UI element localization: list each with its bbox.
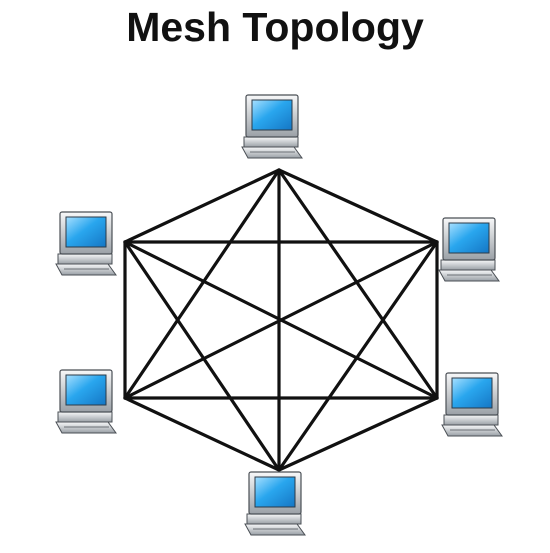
computer-top-icon (241, 94, 303, 159)
computer-upper-right-icon (438, 217, 500, 282)
link-0-4 (123, 168, 281, 400)
computer-lower-left-icon (55, 369, 117, 434)
link-2-3 (277, 396, 439, 472)
link-0-5 (123, 168, 281, 244)
computer-upper-left-icon (55, 211, 117, 276)
link-0-2 (277, 168, 439, 400)
link-2-5 (123, 240, 439, 400)
link-0-1 (277, 168, 439, 244)
link-3-5 (123, 240, 281, 472)
link-3-4 (123, 396, 281, 472)
link-1-3 (277, 240, 439, 472)
computer-nodes (55, 94, 503, 536)
computer-lower-right-icon (441, 372, 503, 437)
diagram-title: Mesh Topology (126, 4, 424, 50)
mesh-links (123, 168, 439, 472)
computer-bottom-icon (244, 471, 306, 536)
